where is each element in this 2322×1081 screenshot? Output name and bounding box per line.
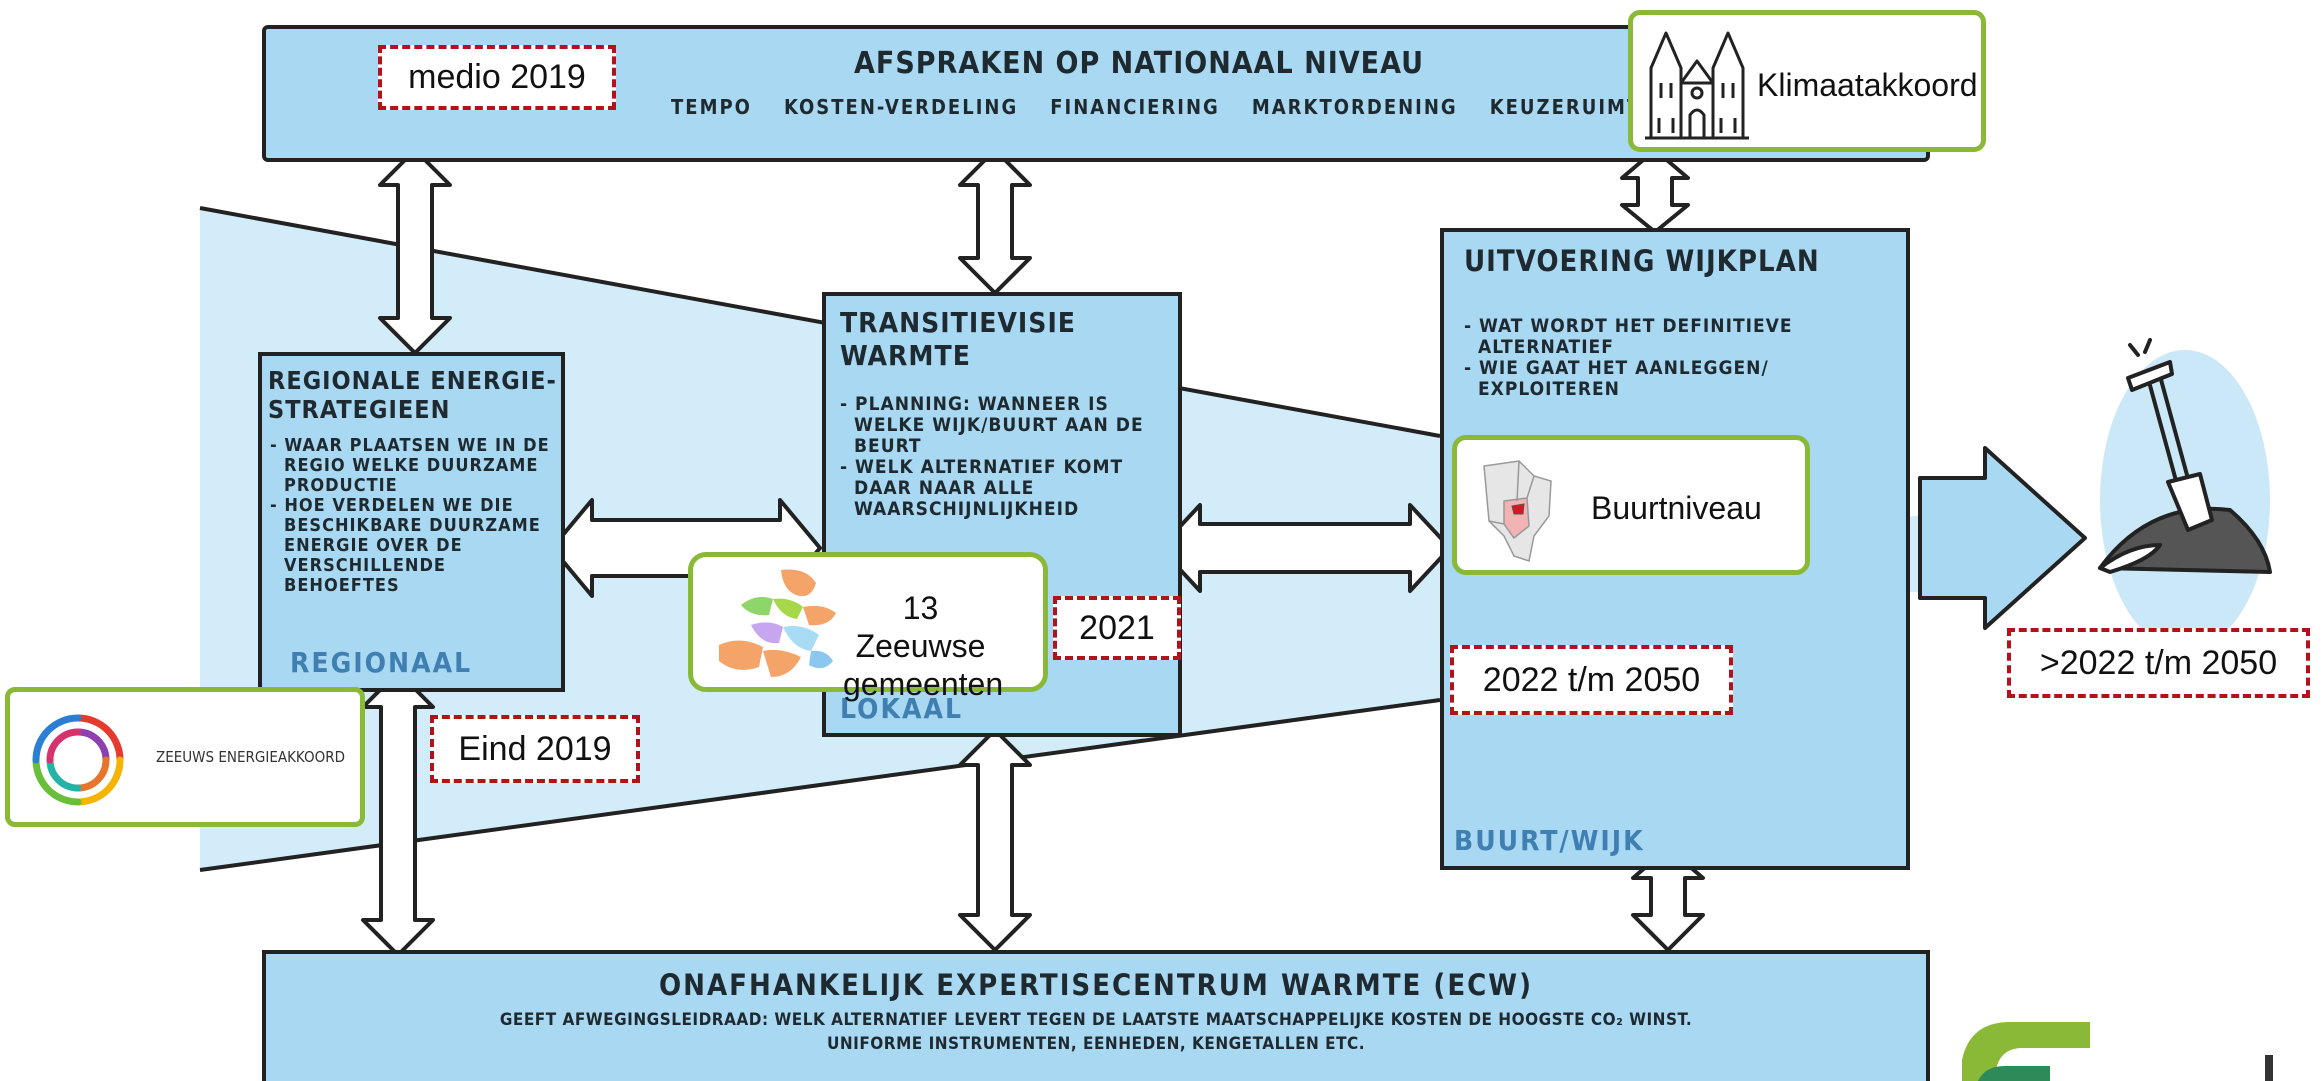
shovel-icon: [2098, 338, 2272, 574]
date-2021: 2021: [1053, 596, 1181, 660]
res-level: REGIONAAL: [290, 646, 473, 679]
ecw-title: ONAFHANKELIJK EXPERTISECENTRUM WARMTE (E…: [658, 968, 1534, 1002]
tvw-items: PLANNING: WANNEER IS WELKE WIJK/BUURT AA…: [840, 394, 1170, 520]
tvw-item: PLANNING: WANNEER IS WELKE WIJK/BUURT AA…: [840, 394, 1170, 457]
buurtniveau-label: Buurtniveau: [1591, 490, 1762, 526]
zeeuwse-gemeenten-card: 13 Zeeuwse gemeenten: [688, 552, 1048, 702]
wijk-items: WAT WORDT HET DEFINITIEVE ALTERNATIEF WI…: [1464, 316, 1884, 400]
wijk-item: WIE GAAT HET AANLEGGEN/ EXPLOITEREN: [1464, 358, 1884, 400]
topic-kostenverdeling: KOSTEN-VERDELING: [783, 95, 1019, 119]
date-2022-2050: 2022 t/m 2050: [1450, 645, 1733, 715]
tvw-level: LOKAAL: [840, 692, 964, 725]
klimaatakkoord-card: Klimaatakkoord: [1628, 10, 1986, 152]
topic-keuzeruimte: KEUZERUIMTE: [1489, 95, 1656, 119]
topic-tempo: TEMPO: [671, 95, 752, 119]
neighbourhood-map-icon: [1483, 460, 1552, 562]
wijk-level: BUURT/WIJK: [1454, 824, 1645, 857]
transitievisie-box: TRANSITIEVISIE WARMTE PLANNING: WANNEER …: [822, 292, 1182, 737]
outgoing-arrow: [1918, 446, 2087, 630]
buurtniveau-card: Buurtniveau: [1452, 435, 1810, 575]
res-item: WAAR PLAATSEN WE IN DE REGIO WELKE DUURZ…: [270, 436, 560, 496]
regional-strategies-box: REGIONALE ENERGIE-STRATEGIEEN WAAR PLAAT…: [258, 352, 565, 692]
tvw-title: TRANSITIEVISIE WARMTE: [840, 306, 1077, 372]
zeeuws-energieakkoord-label: ZEEUWS ENERGIEAKKOORD: [156, 748, 345, 766]
zeeuwse-gemeenten-label: 13 Zeeuwse gemeenten: [843, 590, 1004, 702]
ecw-box: ONAFHANKELIJK EXPERTISECENTRUM WARMTE (E…: [262, 950, 1930, 1081]
wijk-title: UITVOERING WIJKPLAN: [1464, 244, 1820, 278]
tvw-item: WELK ALTERNATIEF KOMT DAAR NAAR ALLE WAA…: [840, 457, 1170, 520]
wijk-item: WAT WORDT HET DEFINITIEVE ALTERNATIEF: [1464, 316, 1884, 358]
ecw-line1: GEEFT AFWEGINGSLEIDRAAD: WELK ALTERNATIE…: [499, 1010, 1693, 1030]
date-eind-2019: Eind 2019: [430, 715, 640, 783]
arrow-national-wijk: [1620, 148, 1690, 234]
topic-financiering: FINANCIERING: [1050, 95, 1220, 119]
ecw-line2: UNIFORME INSTRUMENTEN, EENHEDEN, KENGETA…: [826, 1034, 1366, 1054]
national-title: AFSPRAKEN OP NATIONAAL NIVEAU: [854, 46, 1424, 81]
zeeuws-energieakkoord-card: ZEEUWS ENERGIEAKKOORD: [5, 687, 365, 827]
zeeland-map-icon: [719, 569, 836, 677]
church-icon: [1645, 31, 1749, 140]
res-title: REGIONALE ENERGIE-STRATEGIEEN: [268, 366, 557, 424]
arrow-national-tvw: [958, 148, 1032, 295]
topic-marktordening: MARKTORDENING: [1251, 95, 1458, 119]
date-after-2022: >2022 t/m 2050: [2007, 628, 2310, 698]
date-medio-2019: medio 2019: [378, 45, 616, 110]
company-logo: [1962, 1022, 2273, 1081]
res-items: WAAR PLAATSEN WE IN DE REGIO WELKE DUURZ…: [270, 436, 560, 596]
arrow-tvw-ecw: [958, 728, 1032, 952]
national-topics: TEMPO KOSTEN-VERDELING FINANCIERING MARK…: [671, 95, 1656, 119]
klimaatakkoord-label: Klimaatakkoord: [1757, 67, 1978, 103]
color-ring-logo: [32, 714, 124, 806]
res-item: HOE VERDELEN WE DIE BESCHIKBARE DUURZAME…: [270, 496, 560, 596]
